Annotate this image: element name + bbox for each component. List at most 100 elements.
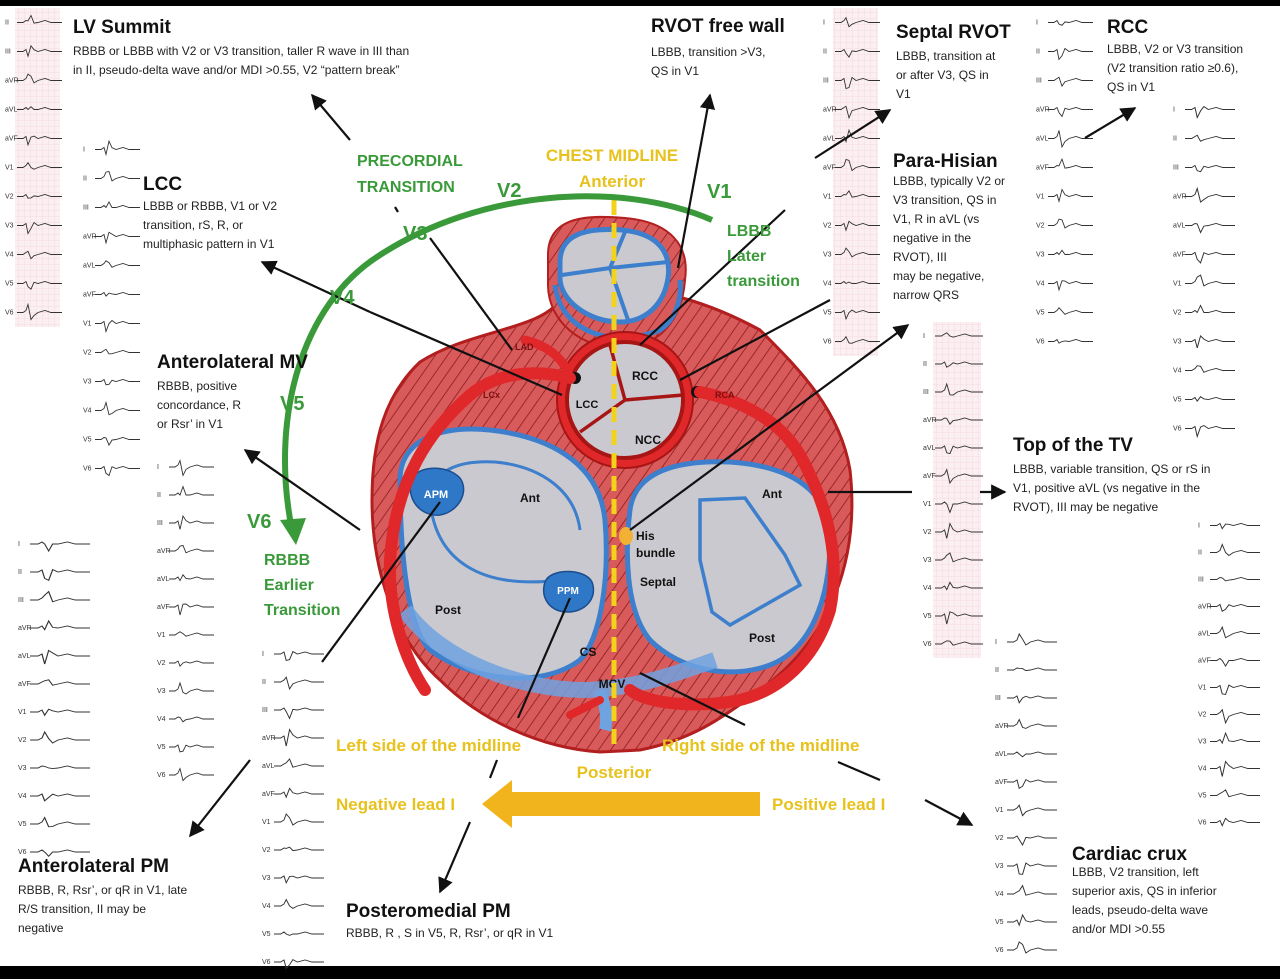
ecg-trace [274, 787, 325, 799]
ecg-lead-label: I [923, 333, 925, 340]
ecg-trace [1007, 667, 1058, 672]
ecg-trace [1048, 76, 1093, 88]
ecg-trace [1210, 684, 1261, 696]
ecg-lead-label: V5 [157, 744, 166, 751]
ecg-trace [17, 193, 62, 199]
ecg-trace [95, 260, 140, 268]
ecg-lead-label: V6 [995, 947, 1004, 954]
ecg-lead-label: III [995, 695, 1001, 702]
ecg-trace [1048, 188, 1093, 204]
region-description-line: V3 transition, QS in [893, 193, 996, 207]
precordial-label-1: PRECORDIAL [357, 153, 463, 170]
ecg-trace [935, 581, 984, 591]
region-description-line: LBBB, V2 transition, left [1072, 865, 1199, 879]
ecg-trace [30, 765, 91, 770]
ecg-lead-label: V1 [995, 807, 1004, 814]
ecg-trace [95, 291, 140, 297]
ecg-lead-label: V5 [83, 437, 92, 444]
anterolateral-papillary-muscle [409, 467, 465, 516]
region-description-line: and/or MDI >0.55 [1072, 922, 1165, 936]
ecg-lead-label: V4 [1036, 281, 1045, 288]
ecg-trace [17, 250, 62, 260]
region-title: Septal RVOT [896, 22, 1011, 43]
top-border [0, 0, 1280, 6]
precordial-arc-arrowhead [280, 518, 306, 545]
ecg-trace [935, 552, 984, 563]
ecg-trace [30, 730, 91, 744]
ecg-lead-label: V3 [995, 863, 1004, 870]
ecg-lead-label: II [1036, 49, 1040, 56]
region-title: Cardiac crux [1072, 844, 1188, 865]
label-rcc: RCC [632, 369, 658, 383]
ecg-lead-label: aVR [1198, 604, 1212, 611]
ecg-trace [17, 14, 62, 24]
ecg-lead-label: V2 [157, 660, 166, 667]
left-side-label: Left side of the midline [336, 736, 521, 755]
ecg-lead-label: III [18, 597, 24, 604]
ecg-trace [935, 417, 984, 426]
ecg-lead-label: V2 [18, 737, 27, 744]
region-description-line: superior axis, QS in inferior [1072, 884, 1217, 898]
ecg-trace [935, 611, 984, 625]
region-description-line: concordance, R [157, 398, 241, 412]
rbbb-label: RBBB [264, 552, 310, 569]
ecg-lead-label: V2 [1173, 310, 1182, 317]
ecg-lead-label: aVR [923, 417, 937, 424]
ecg-lead-label: V1 [18, 709, 27, 716]
ecg-lead-label: I [157, 464, 159, 471]
ecg-lead-label: I [1173, 107, 1175, 114]
ecg-lead-label: aVF [995, 779, 1008, 786]
ecg-trace [1007, 913, 1058, 927]
ecg-trace [835, 105, 880, 120]
ecg-trace [1007, 941, 1058, 954]
ecg-trace [17, 106, 62, 111]
ecg-trace [1210, 760, 1261, 777]
mitral-posterior-leaflet [428, 499, 561, 584]
ecg-trace [274, 758, 325, 768]
ecg-trace [1007, 884, 1058, 896]
region-description-line: in II, pseudo-delta wave and/or MDI >0.5… [73, 63, 400, 77]
ecg-trace [95, 437, 140, 447]
ecg-trace [1185, 134, 1236, 142]
ecg-lead-label: V2 [262, 847, 271, 854]
ecg-lead-label: aVF [1173, 252, 1186, 259]
ecg-trace [274, 707, 325, 720]
ecg-trace [17, 280, 62, 290]
ecg-trace [1185, 334, 1236, 349]
ecg-trace [169, 514, 214, 530]
ecg-lead-label: V2 [5, 194, 14, 201]
ecg-lead-label: V6 [1198, 820, 1207, 827]
ecg-lead-label: V3 [157, 688, 166, 695]
ecg-trace [935, 382, 984, 396]
ecg-trace [274, 931, 325, 936]
label-apm: APM [424, 489, 448, 501]
ecg-trace [1210, 789, 1261, 798]
ecg-lead-label: I [995, 639, 997, 646]
ecg-trace [1210, 603, 1261, 613]
lead-v1-label: V1 [707, 181, 731, 203]
lead-v5-label: V5 [280, 393, 304, 415]
ecg-lead-label: aVL [1198, 631, 1211, 638]
ecg-trace [17, 44, 62, 58]
ecg-lead-label: V6 [923, 641, 932, 648]
ecg-trace [835, 76, 880, 90]
ecg-trace [30, 679, 91, 686]
region-description-line: LBBB, transition at [896, 49, 996, 63]
ecg-lead-label: V3 [1173, 339, 1182, 346]
tricuspid-valve [698, 496, 803, 628]
positive-lead-i-label: Positive lead I [772, 795, 885, 814]
region-title: Anterolateral PM [18, 856, 169, 877]
ecg-lead-label: aVR [262, 735, 276, 742]
ecg-trace [935, 445, 984, 455]
ecg-lead-label: II [823, 49, 827, 56]
ecg-lead-label: V6 [1036, 339, 1045, 346]
ecg-trace [1185, 251, 1236, 264]
ecg-trace [935, 361, 984, 368]
region-description-line: RBBB or LBBB with V2 or V3 transition, t… [73, 44, 409, 58]
region-description-line: LBBB, variable transition, QS or rS in [1013, 462, 1210, 476]
label-lv-post: Post [435, 603, 461, 617]
